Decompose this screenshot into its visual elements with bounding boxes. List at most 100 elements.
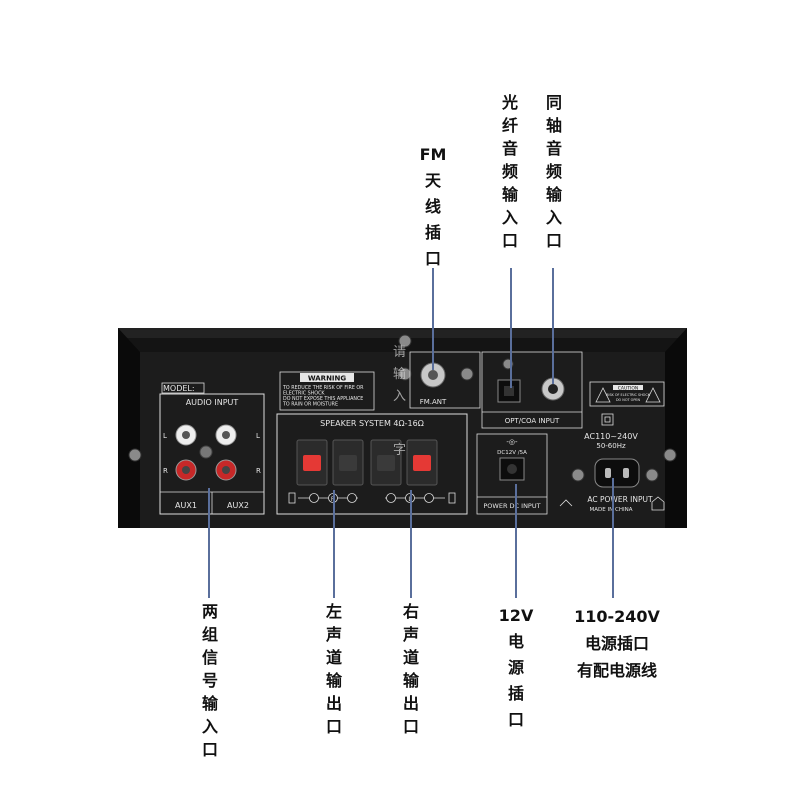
plus-icon-r (309, 493, 319, 503)
panel-screws (128, 334, 677, 482)
warning-line-2: ELECTRIC SHOCK (283, 391, 325, 397)
aux2-label: AUX2 (227, 501, 249, 510)
speaker-terminals (296, 439, 438, 486)
chassis-top-edge (118, 328, 687, 338)
overlay-char-3: 入 (393, 389, 406, 404)
label-dc-line-1: 电 (507, 632, 524, 651)
ac-frequency: 50-60Hz (596, 442, 626, 450)
ac-pin-right (623, 468, 629, 478)
leader-optical (510, 268, 512, 388)
label-dc-line-2: 源 (507, 658, 524, 677)
caution-line-1: RISK OF ELECTRIC SHOCK (606, 393, 651, 397)
leader-ac (612, 478, 614, 598)
model-box (161, 382, 205, 394)
label-fm-line-3: 插 (424, 223, 441, 242)
rca-center-screw (199, 445, 213, 459)
model-label: MODEL: (163, 384, 195, 393)
fm-ant-label: FM.ANT (420, 398, 447, 406)
ac-power-socket (594, 458, 640, 488)
warning-line-4: TO RAIN OR MOISTURE (282, 402, 338, 408)
lightning-warning-icon (559, 499, 573, 507)
label-fm-line-4: 口 (424, 249, 441, 268)
label-dc-line-3: 插 (507, 684, 524, 703)
speaker-system-label: SPEAKER SYSTEM 4Ω-16Ω (320, 419, 424, 428)
power-dc-label: POWER DC INPUT (483, 502, 540, 510)
ac-power-input-label: AC POWER INPUT (587, 495, 653, 504)
label-ac-line-2: 有配电源线 (576, 661, 657, 680)
warning-title-bg (300, 373, 354, 382)
aux1-label: AUX1 (175, 501, 197, 510)
indoor-use-icon (651, 496, 665, 511)
label-ac-line-0: 110-240V (574, 607, 660, 626)
ac-pin-left (605, 468, 611, 478)
aux-l-left: L (163, 432, 167, 440)
screw-right (663, 448, 677, 462)
minus-icon-r (347, 493, 357, 503)
label-fm-antenna: FM 天 线 插 口 (413, 142, 453, 272)
caution-title: CAUTION (618, 385, 639, 391)
caution-title-bg (613, 385, 643, 390)
leader-left (333, 490, 335, 598)
caution-box (589, 381, 665, 407)
label-aux-inputs: 两组信号输入口 (199, 603, 218, 764)
clip-r-minus (339, 455, 357, 471)
overlay-char-2: 输 (393, 366, 406, 382)
double-insulation-icon (601, 413, 614, 426)
screw-ac-left (571, 468, 585, 482)
overlay-char-1: 请 (393, 345, 406, 360)
double-insulation-inner (604, 416, 611, 423)
label-left-channel: 左声道输出口 (323, 603, 342, 741)
leader-coaxial (552, 268, 554, 384)
dc-polarity-icon: -◎- (506, 438, 518, 446)
speaker-box (276, 413, 468, 515)
clip-l-minus (377, 455, 395, 471)
dc-jack-pin (507, 464, 517, 474)
rca-aux2-l-pin (222, 431, 230, 439)
warning-box (279, 371, 375, 411)
dc-rating: DC12V /5A (497, 450, 527, 456)
leader-right (410, 490, 412, 598)
label-ac-power: 110-240V 电源插口 有配电源线 (562, 603, 672, 684)
label-dc-line-0: 12V (498, 606, 534, 625)
fm-jack-center (428, 370, 438, 380)
opt-coa-box (481, 351, 583, 429)
made-in-china-label: MADE IN CHINA (590, 507, 633, 513)
overlay-placeholder: 请 输 入 字 (393, 345, 406, 458)
overlay-char-4: 字 (393, 443, 406, 458)
rca-aux1-l-pin (182, 431, 190, 439)
rca-aux2-r-pin (222, 466, 230, 474)
label-fm-line-0: FM (419, 145, 447, 164)
leader-dc (515, 484, 517, 598)
screw-ac-right (645, 468, 659, 482)
label-fm-line-1: 天 (424, 171, 441, 190)
label-dc-line-4: 口 (507, 710, 524, 729)
power-dc-box (476, 433, 548, 515)
aux-r-right: R (256, 467, 261, 475)
speaker-icon-right (448, 492, 456, 504)
chassis-left-side (118, 328, 140, 528)
screw-left (128, 448, 142, 462)
aux-r-left: R (163, 467, 168, 475)
label-right-channel: 右声道输出口 (400, 603, 419, 741)
screw-fm-right (460, 367, 474, 381)
leader-aux (208, 488, 210, 598)
screw-opt (502, 358, 514, 370)
label-optical-input: 光纤音频输入口 (499, 94, 518, 255)
clip-l-plus (413, 455, 431, 471)
aux-l-right: L (256, 432, 260, 440)
ac-rating: AC110~240V (584, 432, 638, 441)
caution-line-2: DO NOT OPEN (616, 398, 641, 402)
leader-fm (432, 268, 434, 370)
speaker-icon-left (288, 492, 296, 504)
warning-title: WARNING (308, 375, 347, 383)
fm-box (409, 351, 481, 409)
exclamation-triangle-icon (645, 387, 661, 403)
label-dc-power: 12V 电 源 插 口 (490, 603, 542, 733)
plus-icon-l (424, 493, 434, 503)
rca-jacks (175, 424, 237, 481)
chassis-right-side (665, 328, 687, 528)
coaxial-pin (548, 384, 558, 394)
minus-icon-l (386, 493, 396, 503)
warning-line-3: DO NOT EXPOSE THIS APPLIANCE (283, 396, 363, 402)
